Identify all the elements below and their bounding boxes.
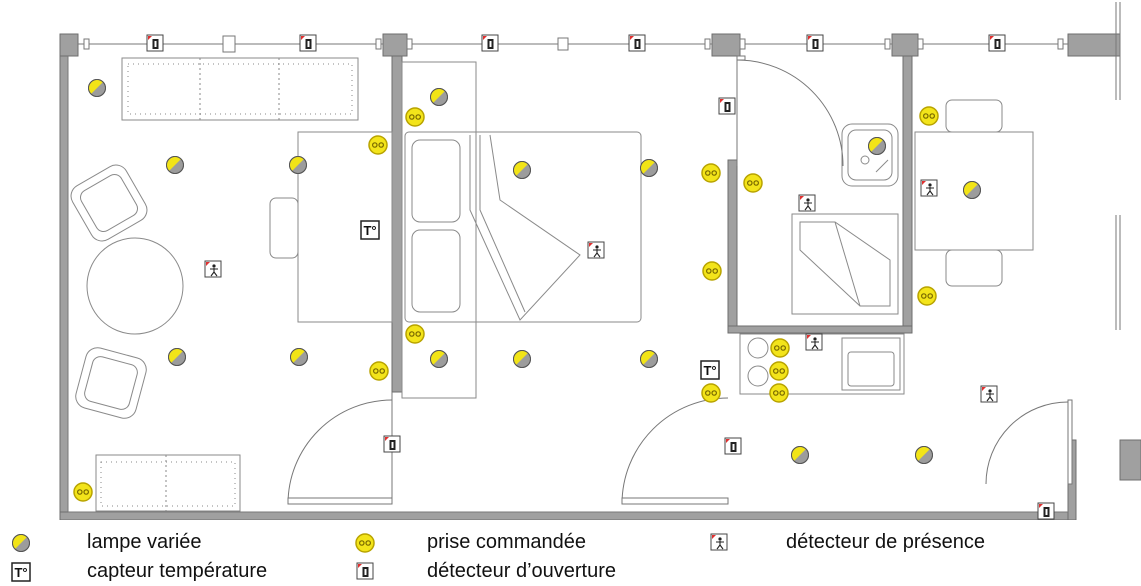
bottom-cabinet [95, 454, 241, 512]
dining-chair-top [945, 99, 1003, 133]
opening-detectors [146, 34, 1055, 520]
kitchen-sink [841, 337, 901, 391]
wall-bathroom-bottom [727, 325, 913, 334]
door-right [985, 401, 1069, 485]
legend-opening-icon [356, 562, 374, 580]
legend-opening-label: détecteur d’ouverture [427, 560, 617, 582]
armchair-1 [70, 164, 148, 242]
top-cabinet [121, 57, 359, 121]
pillow-2 [411, 229, 461, 313]
wall-bathroom-right [902, 55, 913, 333]
presence-detectors [204, 179, 998, 403]
armchair-2 [75, 347, 147, 419]
temperature-sensors [360, 220, 720, 380]
bed [404, 131, 642, 323]
legend-presence-icon [710, 533, 728, 551]
shower [791, 213, 899, 315]
legend-lamp-icon [12, 534, 30, 552]
bathroom-sink [841, 123, 899, 187]
doors [287, 55, 1073, 505]
door-middle [621, 397, 729, 505]
wall-pillar-2 [382, 33, 408, 57]
door-left [287, 399, 393, 505]
walls [59, 33, 1141, 520]
round-table [86, 237, 184, 335]
outer-wall-bottom [59, 511, 1077, 520]
wall-bedroom-left [391, 55, 403, 393]
wall-pillar-1 [59, 33, 79, 57]
legend-temperature-label: capteur température [87, 560, 268, 582]
wall-bathroom-left [727, 159, 738, 333]
floor-plan: T° [59, 2, 1141, 520]
legend-presence-label: détecteur de présence [786, 531, 986, 553]
wall-pillar-3 [711, 33, 741, 57]
hob-1 [747, 337, 769, 359]
lamps [88, 79, 981, 464]
bed-cover [469, 134, 581, 321]
legend-lamp-label: lampe variée [87, 531, 202, 553]
wall-pillar-5 [1067, 33, 1121, 57]
dining-chair-bottom [945, 249, 1003, 287]
hob-2 [747, 365, 769, 387]
pillow-1 [411, 139, 461, 223]
desk-chair [269, 197, 299, 259]
furniture [70, 57, 1034, 512]
outlets [73, 106, 939, 502]
top-window-line [78, 2, 1121, 330]
wall-pillar-4 [891, 33, 919, 57]
svg-text:T°: T° [14, 565, 27, 580]
outer-wall-left [59, 33, 69, 520]
legend-temperature-icon: T° [11, 562, 31, 582]
legend-outlet-icon [355, 533, 375, 553]
legend-outlet-label: prise commandée [427, 531, 586, 553]
wall-far-right [1119, 439, 1141, 481]
